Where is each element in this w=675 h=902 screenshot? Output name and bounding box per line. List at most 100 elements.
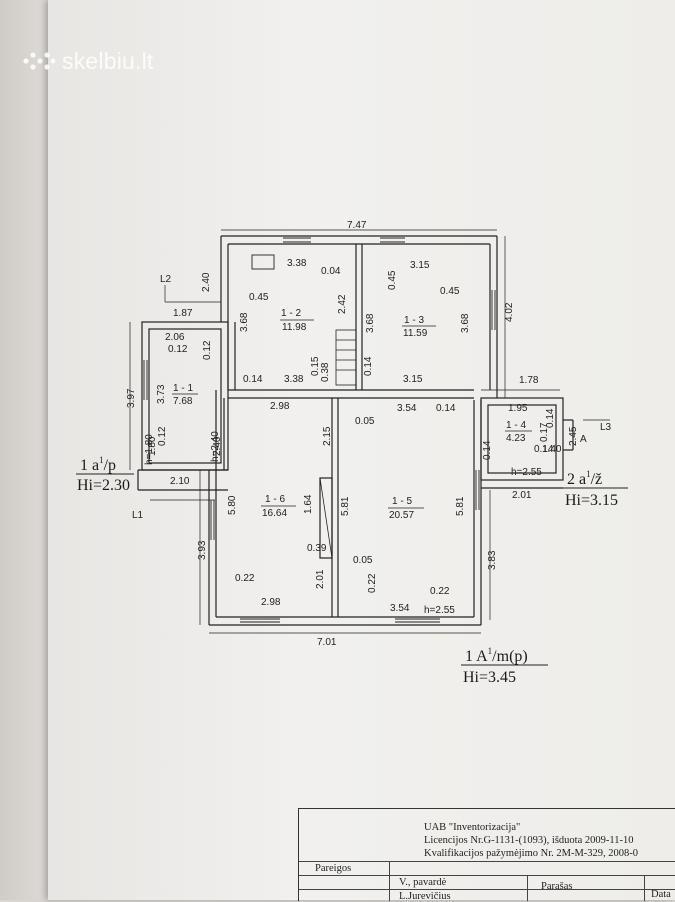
dim: 1.64: [303, 494, 314, 514]
room-id: 1 - 3: [404, 315, 424, 326]
dim: 2.45: [568, 426, 579, 446]
col-date: Data: [651, 889, 671, 900]
binder-edge: [0, 0, 48, 900]
dim: 2.01: [315, 569, 326, 589]
room-id: 1 - 4: [506, 420, 526, 431]
dim: 2.10: [170, 476, 190, 487]
dim: 2.15: [322, 426, 333, 446]
dim: 3.38: [284, 374, 304, 385]
dim: 0.04: [321, 266, 341, 277]
ceiling-height: h=2.55: [511, 467, 542, 478]
arrow-label: A: [580, 434, 587, 445]
stairs: [335, 329, 357, 386]
part-title: 1 a1/p: [80, 455, 116, 474]
dim: 3.93: [197, 540, 208, 560]
part-height: Hi=3.15: [565, 492, 618, 509]
dim: 2.40: [212, 436, 223, 456]
annex-left: [137, 321, 229, 491]
dim: 3.68: [365, 313, 376, 333]
dim: 3.38: [287, 258, 307, 269]
dim: 0.38: [320, 362, 331, 382]
heater: [251, 254, 275, 270]
dim: 7.01: [317, 637, 337, 648]
part-title: 2 a1/ž: [567, 469, 602, 488]
dim: 0.22: [430, 586, 450, 597]
furnace: [319, 477, 333, 559]
dim: 1.80: [147, 436, 158, 456]
company-name: UAB "Inventorizacija": [424, 822, 521, 833]
part-title: 1 A1/m(p): [465, 646, 528, 665]
ceiling-height: h=2.40: [210, 431, 221, 462]
dim: 1.87: [173, 308, 193, 319]
room-id: 1 - 2: [281, 308, 301, 319]
dim: 0.14: [436, 403, 456, 414]
dim: 7.47: [347, 220, 367, 231]
dim: 5.81: [455, 496, 466, 516]
part-height: Hi=3.45: [463, 669, 516, 686]
dim: 2.40: [201, 272, 212, 292]
dimension-texts: 7.47 3.38 0.04 3.15 0.45 0.45 0.45 2.40 …: [126, 220, 579, 648]
person-name: L.Jurevičius: [399, 891, 451, 902]
dim: 0.45: [387, 270, 398, 290]
dim: 3.68: [460, 313, 471, 333]
part-height: Hi=2.30: [77, 477, 130, 494]
dim: 0.12: [168, 344, 188, 355]
dim: 0.12: [202, 340, 213, 360]
dim: 5.80: [227, 495, 238, 515]
room-labels: 1 - 2 11.98 1 - 3 11.59 1 - 1 7.68 1 - 4…: [172, 308, 532, 521]
dim: 0.14: [363, 356, 374, 376]
room-id: 1 - 6: [265, 494, 285, 505]
dim: 3.68: [239, 312, 250, 332]
building-part-labels: 1 a1/p Hi=2.30 2 a1/ž Hi=3.15 1 A1/m(p) …: [76, 455, 628, 686]
windows: [143, 237, 496, 623]
dim: 3.97: [126, 388, 137, 408]
dim: 2.42: [337, 294, 348, 314]
license-line: Licencijos Nr.G-1131-(1093), išduota 200…: [424, 835, 634, 846]
dimension-lines: [129, 229, 610, 634]
col-position: Pareigos: [315, 863, 352, 874]
dim: 5.81: [340, 496, 351, 516]
watermark: skelbiu.lt: [22, 46, 153, 76]
dim: 0.22: [367, 573, 378, 593]
section-label: L2: [160, 274, 172, 285]
dim: 0.39: [307, 543, 327, 554]
dim: 3.73: [156, 384, 167, 404]
dim: 0.15: [310, 356, 321, 376]
dim: 2.01: [512, 490, 532, 501]
dim: 0.22: [235, 573, 255, 584]
col-signature: Parašas: [541, 881, 573, 892]
dim: 0.14: [534, 444, 554, 455]
ceiling-height: h=1.80: [144, 434, 155, 465]
dim: 0.12: [157, 426, 168, 446]
dim: 0.05: [355, 416, 375, 427]
dim: 1.78: [519, 375, 539, 386]
room-area: 7.68: [173, 396, 193, 407]
section-label: L1: [132, 510, 144, 521]
room-id: 1 - 5: [392, 496, 412, 507]
watermark-text: skelbiu.lt: [62, 47, 154, 74]
room-area: 20.57: [389, 510, 414, 521]
misc-labels: h=2.55 h=2.55 h=2.40 h=1.80 L1 L2 L3 A: [132, 274, 612, 616]
dim: 3.15: [403, 374, 423, 385]
dim: 4.02: [504, 302, 515, 322]
section-label: L3: [600, 422, 612, 433]
dim: 2.98: [270, 401, 290, 412]
room-id: 1 - 1: [173, 383, 193, 394]
qualification-line: Kvalifikacijos pažymėjimo Nr. 2M-M-329, …: [424, 848, 639, 859]
annex-right: [480, 397, 574, 489]
dim: 2.06: [165, 332, 185, 343]
dim: 0.17: [539, 422, 550, 442]
watermark-dots-icon: [23, 52, 56, 70]
dim: 1.40: [542, 444, 562, 455]
dim: 0.05: [353, 555, 373, 566]
dim: 0.45: [249, 292, 269, 303]
ceiling-height: h=2.55: [424, 605, 455, 616]
dim: 2.98: [261, 597, 281, 608]
room-area: 11.59: [403, 328, 428, 339]
room-area: 4.23: [506, 433, 526, 444]
dim: 0.14: [482, 440, 493, 460]
dim: 3.54: [390, 603, 410, 614]
dim: 3.15: [410, 260, 430, 271]
room-area: 11.98: [282, 322, 307, 333]
